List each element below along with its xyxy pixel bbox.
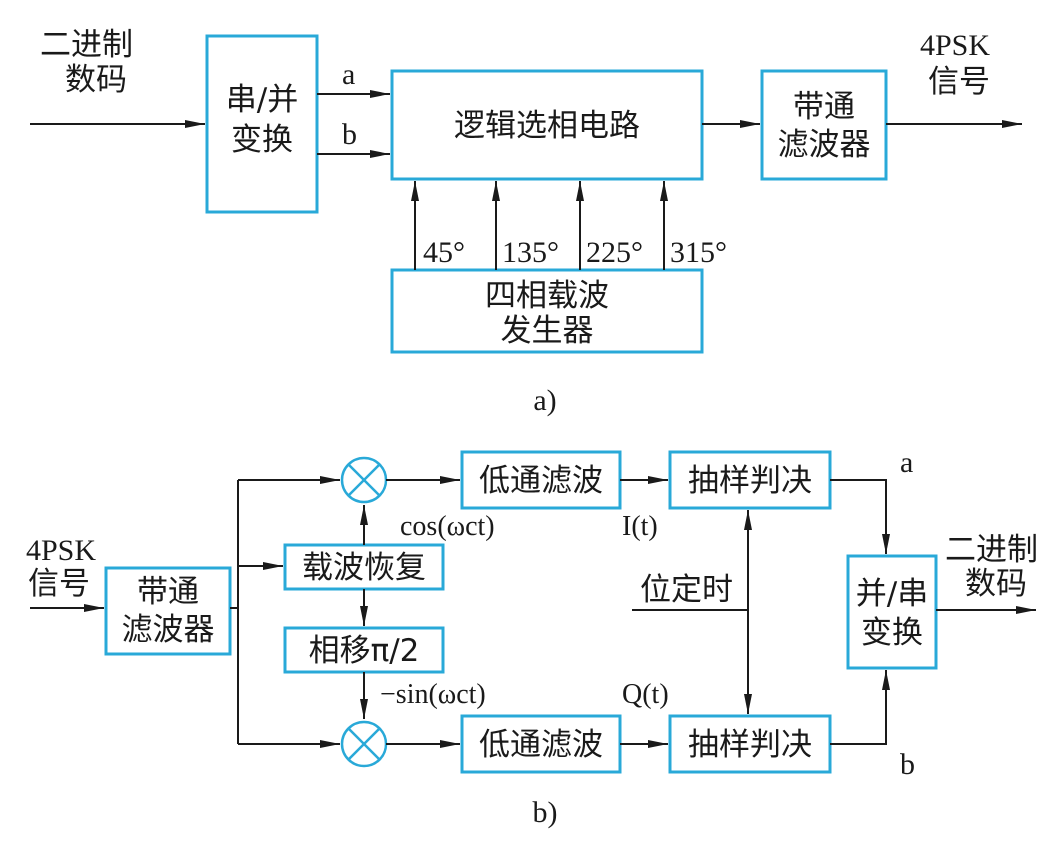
a-output-label-line2: 信号 — [928, 64, 990, 100]
a-phase-135-label: 135° — [502, 236, 559, 269]
b-lower-sampler-box — [668, 714, 832, 774]
a-carrier-generator-line2: 发生器 — [501, 313, 594, 349]
b-bandpass-filter-line1: 带通 — [137, 574, 199, 610]
a-input-label-line1: 二进制 — [40, 27, 133, 63]
a-branch-b-label: b — [342, 118, 357, 151]
a-output-label-line1: 4PSK — [920, 29, 990, 62]
b-q-label: Q(t) — [622, 679, 669, 710]
b-upper-sampler-label: 抽样判决 — [688, 463, 812, 499]
b-lower-sampler-label: 抽样判决 — [688, 727, 812, 763]
b-ps-converter-line1: 并/串 — [856, 576, 928, 612]
a-sp-converter-box — [205, 34, 319, 214]
a-caption: a) — [533, 384, 556, 417]
a-phase-225-label: 225° — [586, 236, 643, 269]
b-upper-mixer-icon — [340, 456, 388, 504]
b-ps-converter-box — [846, 554, 938, 670]
b-bandpass-filter-box — [104, 566, 232, 656]
b-lower-mixer-icon — [340, 720, 388, 768]
b-i-label: I(t) — [622, 511, 658, 542]
b-output-label-line2: 数码 — [965, 566, 1027, 602]
a-branch-a-label: a — [342, 58, 355, 91]
b-output-label-line1: 二进制 — [945, 532, 1038, 568]
a-carrier-generator-line1: 四相载波 — [485, 278, 609, 314]
a-sp-converter-line1: 串/并 — [226, 82, 298, 118]
a-phase-315-label: 315° — [670, 236, 727, 269]
b-out-a-label: a — [900, 446, 913, 479]
a-sp-converter-line2: 变换 — [231, 122, 293, 158]
b-sin-label: −sin(ωct) — [380, 679, 486, 710]
b-input-label-line2: 信号 — [28, 566, 90, 602]
b-caption: b) — [533, 796, 558, 829]
b-timing-label: 位定时 — [640, 572, 733, 608]
b-ps-converter-line2: 变换 — [861, 615, 923, 651]
a-bandpass-filter-line1: 带通 — [793, 89, 855, 125]
b-upper-sampler-to-ps-arrow — [830, 479, 890, 554]
b-phase-shift-label: 相移π/2 — [309, 633, 420, 669]
b-carrier-recovery-label: 载波恢复 — [302, 550, 426, 586]
a-logic-circuit-box — [390, 69, 704, 181]
a-carrier-generator-box — [390, 268, 704, 354]
a-input-label-line2: 数码 — [65, 62, 127, 98]
a-logic-circuit-label: 逻辑选相电路 — [454, 108, 640, 144]
diagram-a: 二进制 数码 串/并 变换 a b 逻辑选相电路 带通 滤波器 4PSK 信号 … — [30, 27, 1022, 417]
b-bandpass-filter-line2: 滤波器 — [122, 612, 215, 648]
b-out-b-label: b — [900, 748, 915, 781]
b-input-label-line1: 4PSK — [26, 534, 96, 567]
b-upper-lowpass-label: 低通滤波 — [479, 463, 603, 499]
b-lower-sampler-to-ps-arrow — [830, 670, 890, 745]
diagram-b: 4PSK 信号 带通 滤波器 载波恢复 相移π/2 — [26, 446, 1038, 829]
a-bandpass-filter-line2: 滤波器 — [778, 127, 871, 163]
b-lower-lowpass-label: 低通滤波 — [479, 727, 603, 763]
a-bandpass-filter-box — [760, 69, 888, 181]
b-cos-label: cos(ωct) — [400, 511, 495, 542]
a-phase-45-label: 45° — [423, 236, 465, 269]
